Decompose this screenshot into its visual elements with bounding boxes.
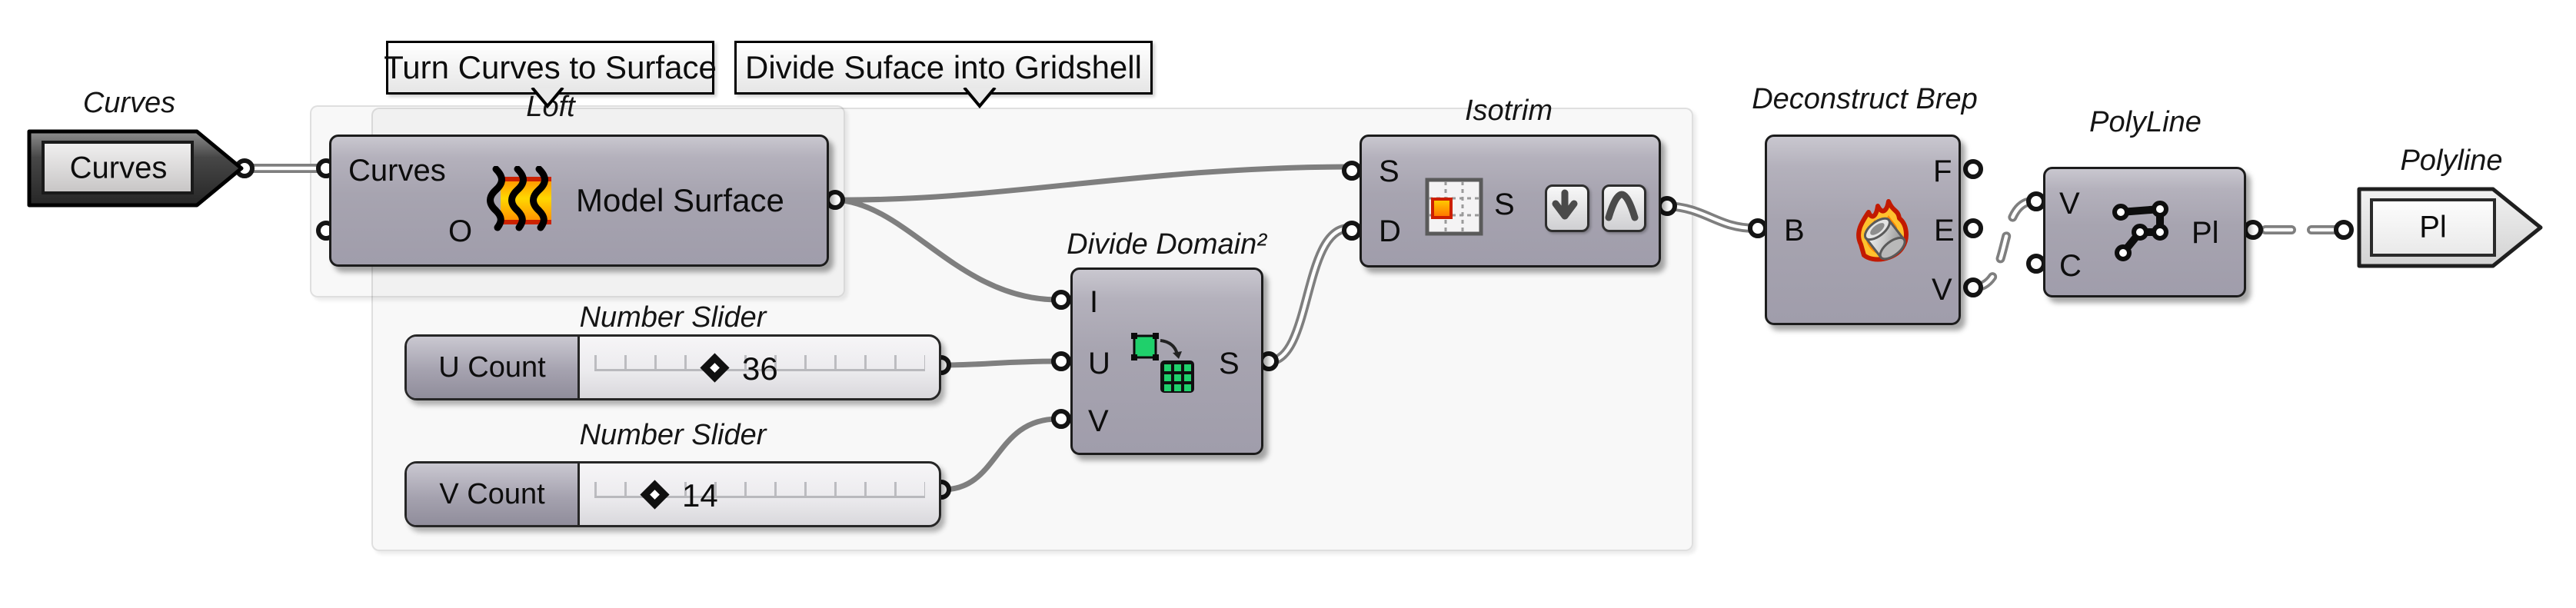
divide-input-v-label: V — [1088, 404, 1109, 438]
isotrim-input-s-label: S — [1379, 154, 1399, 188]
decon-output-e-port[interactable] — [1963, 218, 1983, 238]
wire-decon-v-to-polyline-v[interactable] — [1969, 197, 2038, 292]
chevron-peak-icon — [1605, 191, 1639, 221]
isotrim-nickname: Isotrim — [1465, 95, 1553, 127]
divide-domain-component[interactable]: I U V S — [1070, 267, 1263, 455]
polyline-param-input-port[interactable] — [2334, 220, 2354, 240]
polyline-param-nickname: Polyline — [2400, 145, 2503, 177]
divide-input-u-port[interactable] — [1051, 351, 1071, 371]
divide-input-i-label: I — [1090, 285, 1099, 319]
decon-output-f-port[interactable] — [1963, 159, 1983, 179]
down-arrow-button[interactable] — [1545, 184, 1589, 232]
subsurface-grid-icon — [1425, 178, 1483, 236]
callout-1-text: Turn Curves to Surface — [384, 49, 717, 85]
callout-2-notch — [963, 88, 997, 109]
decon-output-f-label: F — [1933, 154, 1952, 188]
isotrim-input-s-port[interactable] — [1342, 161, 1362, 181]
isotrim-input-d-label: D — [1379, 214, 1401, 248]
divide-output-s-port[interactable] — [1259, 351, 1279, 371]
wire-divide-to-isotrim-d[interactable] — [1264, 224, 1353, 366]
decon-output-v-label: V — [1932, 273, 1952, 307]
divide-output-s-label: S — [1219, 347, 1240, 380]
divide-input-v-port[interactable] — [1051, 409, 1071, 429]
down-arrow-icon — [1552, 189, 1578, 220]
loft-waves-icon — [487, 166, 551, 231]
v-count-slider-value: 14 — [682, 477, 718, 513]
callout-divide-surface-into-gridshell: Divide Suface into Gridshell — [734, 41, 1153, 95]
wire-vslider-to-divide-v[interactable] — [940, 416, 1061, 493]
u-count-slider[interactable]: U Count 36 — [404, 334, 941, 400]
loft-component[interactable]: Curves O Model Surface — [329, 135, 829, 267]
polyline-param-inner-box — [2370, 198, 2496, 257]
polyline-output-pl-port[interactable] — [2243, 220, 2263, 240]
deconstruct-brep-component[interactable]: B F E V — [1765, 135, 1961, 325]
v-slider-nickname: Number Slider — [579, 419, 767, 451]
wire-uslider-to-divide-u[interactable] — [940, 358, 1061, 368]
curves-param[interactable]: Curves — [23, 127, 248, 210]
isotrim-output-s-port[interactable] — [1657, 196, 1677, 216]
curves-param-label: Curves — [69, 151, 168, 185]
u-count-slider-rail[interactable] — [594, 355, 925, 371]
loft-input-o-label: O — [448, 214, 473, 248]
loft-display-name: Model Surface — [576, 182, 784, 218]
decon-input-b-port[interactable] — [1748, 218, 1768, 238]
flaming-cylinder-icon — [1856, 199, 1909, 262]
v-count-slider[interactable]: V Count 14 — [404, 461, 941, 527]
divide-input-u-label: U — [1088, 347, 1110, 380]
polyline-output-pl-label: Pl — [2192, 216, 2219, 250]
callout-2-text: Divide Suface into Gridshell — [745, 49, 1142, 85]
callout-turn-curves-to-surface: Turn Curves to Surface — [384, 41, 717, 95]
decon-output-e-label: E — [1934, 214, 1955, 248]
u-count-slider-value: 36 — [742, 351, 778, 387]
divide-input-i-port[interactable] — [1051, 290, 1071, 310]
divide-domain-nickname: Divide Domain² — [1067, 228, 1266, 261]
deconstruct-brep-nickname: Deconstruct Brep — [1752, 83, 1978, 115]
decon-input-b-label: B — [1784, 214, 1805, 248]
callout-1-notch — [531, 88, 564, 109]
isotrim-component[interactable]: S D S — [1360, 135, 1661, 267]
v-count-slider-name: V Count — [407, 463, 580, 525]
u-slider-nickname: Number Slider — [579, 301, 767, 334]
curves-param-inner-box — [42, 141, 194, 194]
v-count-slider-rail[interactable] — [594, 482, 925, 498]
curves-param-nickname: Curves — [82, 87, 176, 119]
polyline-input-c-label: C — [2059, 249, 2082, 283]
loft-input-curves-label: Curves — [348, 154, 446, 188]
polyline-nodes-icon — [2112, 201, 2168, 261]
decon-output-v-port[interactable] — [1963, 277, 1983, 297]
polyline-nickname: PolyLine — [2089, 106, 2202, 138]
polyline-param[interactable]: Pl — [2353, 184, 2547, 271]
polyline-component[interactable]: V C Pl — [2043, 167, 2246, 297]
polyline-input-v-label: V — [2059, 187, 2080, 221]
polyline-param-label: Pl — [2419, 210, 2447, 244]
isotrim-input-d-port[interactable] — [1342, 221, 1362, 241]
wire-loft-to-isotrim-s[interactable] — [832, 164, 1350, 203]
u-count-slider-name: U Count — [407, 337, 580, 398]
polyline-input-c-port[interactable] — [2026, 254, 2046, 274]
isotrim-output-s-label: S — [1494, 188, 1515, 221]
polyline-input-v-port[interactable] — [2026, 191, 2046, 211]
wire-isotrim-to-decon-b[interactable] — [1662, 201, 1759, 233]
wire-loft-to-divide-i[interactable] — [832, 197, 1061, 303]
loft-output-port[interactable] — [825, 190, 845, 210]
chevron-peak-button[interactable] — [1602, 184, 1646, 232]
square-to-grid-icon — [1131, 333, 1194, 393]
